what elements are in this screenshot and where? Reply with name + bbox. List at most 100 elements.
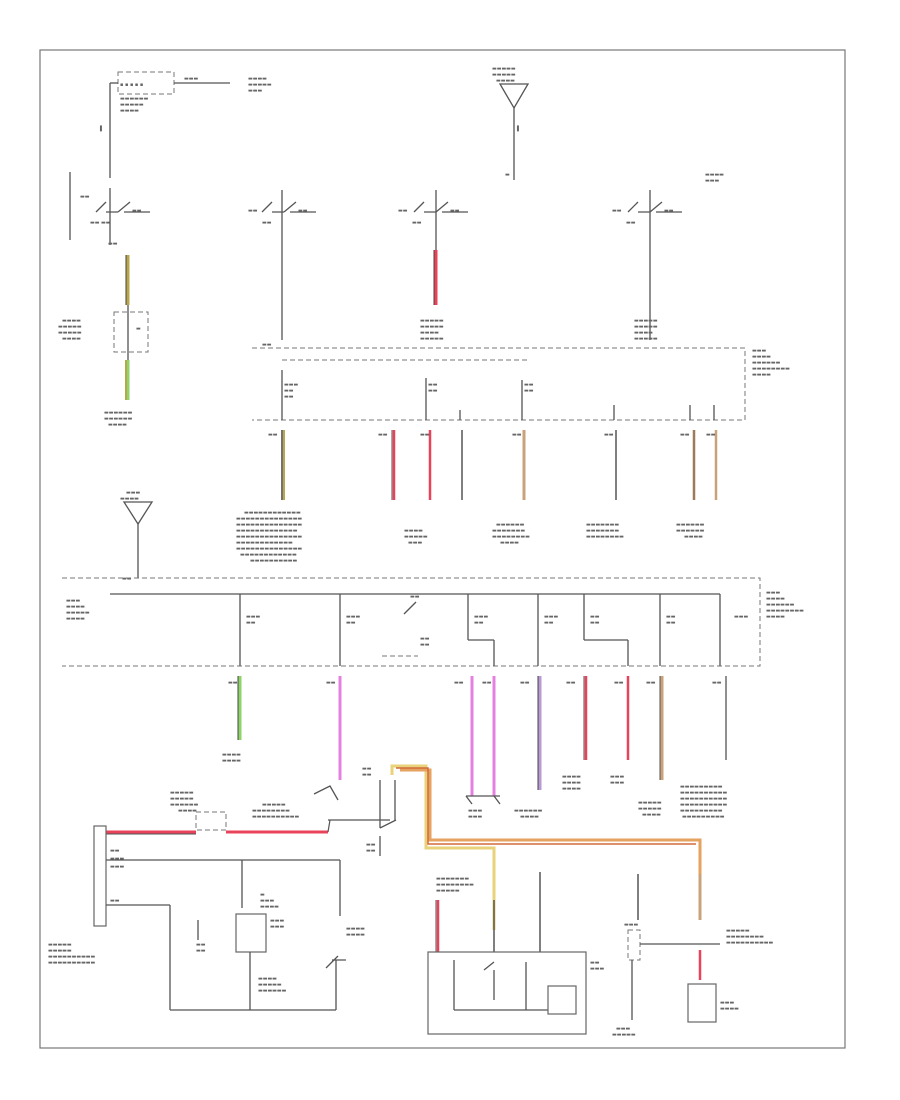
relay-4: ▬▬ ▬▬ ▬▬ <box>612 190 682 340</box>
svg-text:▬▬▬▬: ▬▬▬▬ <box>684 534 703 540</box>
bottom-center-module: ▬▬▬▬▬▬▬ ▬▬▬▬▬▬▬▬ ▬▬▬▬▬ ▬▬ ▬▬▬ <box>427 872 604 1035</box>
svg-text:▬▬▬▬: ▬▬▬▬ <box>642 812 661 818</box>
label-a-bottom: ▬▬▬▬▬▬ <box>104 410 133 416</box>
svg-text:▬▬: ▬▬ <box>284 394 294 400</box>
svg-text:▬▬▬▬▬▬: ▬▬▬▬▬▬ <box>104 416 133 422</box>
svg-text:▬▬▬▬▬▬▬▬▬▬: ▬▬▬▬▬▬▬▬▬▬ <box>680 796 728 802</box>
svg-text:▬▬▬▬▬▬▬: ▬▬▬▬▬▬▬ <box>586 528 619 534</box>
svg-text:▬▬▬▬▬▬▬: ▬▬▬▬▬▬▬ <box>436 876 469 882</box>
svg-text:▬▬▬▬: ▬▬▬▬ <box>346 926 365 932</box>
svg-text:▬▬▬▬▬▬: ▬▬▬▬▬▬ <box>676 528 705 534</box>
lower-junction-box: ▬▬▬ ▬▬▬▬ ▬▬▬▬▬ ▬▬▬▬ ▬▬▬ ▬▬▬▬ ▬▬▬▬▬▬ ▬▬▬▬… <box>62 577 804 667</box>
bottom-right-section: ▬▬▬ ▬▬▬▬▬ ▬▬▬▬▬▬▬▬ ▬▬▬▬▬▬▬▬▬▬ ▬▬▬ ▬▬▬▬▬ … <box>612 874 774 1038</box>
svg-text:▬▬▬▬▬▬▬▬▬: ▬▬▬▬▬▬▬▬▬ <box>682 814 725 820</box>
svg-text:▬▬: ▬▬ <box>706 432 716 438</box>
svg-text:▬▬▬▬▬▬▬▬▬▬▬▬▬▬: ▬▬▬▬▬▬▬▬▬▬▬▬▬▬ <box>236 516 302 522</box>
relay-3: ▬▬ ▬▬ ▬▬ <box>398 190 468 250</box>
svg-text:▬▬: ▬▬ <box>590 960 600 966</box>
svg-text:▬▬▬▬▬▬▬▬: ▬▬▬▬▬▬▬▬ <box>586 534 624 540</box>
svg-text:▬▬▬: ▬▬▬ <box>260 898 274 904</box>
svg-text:▬▬▬▬▬▬▬: ▬▬▬▬▬▬▬ <box>492 528 525 534</box>
svg-text:▬▬▬▬▬▬: ▬▬▬▬▬▬ <box>766 602 795 608</box>
svg-text:▬▬▬: ▬▬▬ <box>110 864 124 870</box>
svg-text:▬▬▬: ▬▬▬ <box>766 590 780 596</box>
svg-text:▬▬▬▬: ▬▬▬▬ <box>562 774 581 780</box>
svg-text:▬▬▬: ▬▬▬ <box>624 922 638 928</box>
svg-text:▬▬▬▬▬: ▬▬▬▬▬ <box>58 330 82 336</box>
svg-text:▬▬: ▬▬ <box>228 680 238 686</box>
svg-text:▬▬▬: ▬▬▬ <box>616 1026 630 1032</box>
svg-text:▬▬▬▬▬▬▬▬▬▬▬▬: ▬▬▬▬▬▬▬▬▬▬▬▬ <box>236 540 293 546</box>
svg-text:▬▬▬▬▬▬: ▬▬▬▬▬▬ <box>496 522 525 528</box>
svg-text:▬▬: ▬▬ <box>420 432 430 438</box>
svg-text:▬▬▬▬▬: ▬▬▬▬▬ <box>612 1032 636 1038</box>
svg-text:▬▬▬▬▬▬▬▬▬▬: ▬▬▬▬▬▬▬▬▬▬ <box>680 802 728 808</box>
svg-text:▬▬▬▬▬: ▬▬▬▬▬ <box>634 318 658 324</box>
svg-text:▬▬: ▬▬ <box>412 220 422 226</box>
relay-2: ▬▬ ▬▬ ▬▬ <box>248 190 316 340</box>
svg-text:▬▬: ▬▬ <box>590 614 600 620</box>
svg-text:▬▬: ▬▬ <box>196 942 206 948</box>
svg-text:▬▬▬▬▬▬▬▬▬▬: ▬▬▬▬▬▬▬▬▬▬ <box>250 558 298 564</box>
svg-text:▬▬: ▬▬ <box>248 208 258 214</box>
svg-text:▬▬▬▬▬▬: ▬▬▬▬▬▬ <box>170 802 199 808</box>
upper-junction-box: ▬▬ ▬▬▬ ▬▬▬▬ ▬▬▬▬▬▬ ▬▬▬▬▬▬▬▬ ▬▬▬▬ <box>252 342 790 421</box>
upper-fuses: ▬▬▬ ▬▬ ▬▬ ▬▬ ▬▬ ▬▬ ▬▬ <box>281 370 715 420</box>
svg-text:▬▬▬: ▬▬▬ <box>270 918 284 924</box>
svg-text:▬▬▬▬: ▬▬▬▬ <box>258 976 277 982</box>
svg-text:▬▬▬: ▬▬▬ <box>544 614 558 620</box>
svg-text:▬▬▬▬▬▬▬▬▬▬: ▬▬▬▬▬▬▬▬▬▬ <box>252 814 300 820</box>
svg-text:▬▬▬: ▬▬▬ <box>734 614 748 620</box>
svg-text:▬: ▬ <box>505 172 510 178</box>
svg-text:▬▬: ▬▬ <box>284 388 294 394</box>
svg-text:▬▬▬▬▬: ▬▬▬▬▬ <box>58 324 82 330</box>
svg-text:▬▬▬▬: ▬▬▬▬ <box>248 76 267 82</box>
svg-text:▬▬▬: ▬▬▬ <box>184 76 198 82</box>
svg-text:▬▬▬▬: ▬▬▬▬ <box>62 318 81 324</box>
svg-text:▬▬▬▬▬▬▬▬▬▬: ▬▬▬▬▬▬▬▬▬▬ <box>680 790 728 796</box>
svg-text:▬▬▬▬▬▬▬▬: ▬▬▬▬▬▬▬▬ <box>436 882 474 888</box>
svg-text:▬▬▬▬▬▬: ▬▬▬▬▬▬ <box>752 360 781 366</box>
top-left-connector: ▪ ▪ ▪ ▪ ▪ ▬▬▬ ▬▬▬▬ ▬▬▬▬▬ ▬▬▬ ▬▬▬▬▬▬ ▬▬▬▬… <box>99 71 272 178</box>
svg-text:▬▬▬▬▬▬: ▬▬▬▬▬▬ <box>258 988 287 994</box>
svg-text:▬▬: ▬▬ <box>614 680 624 686</box>
svg-text:▬▬▬▬: ▬▬▬▬ <box>62 336 81 342</box>
svg-text:▬▬▬▬▬▬▬▬▬▬▬▬▬▬: ▬▬▬▬▬▬▬▬▬▬▬▬▬▬ <box>236 534 302 540</box>
svg-text:▬▬: ▬▬ <box>326 680 336 686</box>
top-right-label: ▬▬▬▬ <box>705 172 724 178</box>
svg-text:▬▬▬: ▬▬▬ <box>610 774 624 780</box>
svg-text:▬▬▬▬▬▬▬▬▬▬▬▬▬: ▬▬▬▬▬▬▬▬▬▬▬▬▬ <box>236 528 298 534</box>
top-center-label: ▬▬▬▬▬ ▬▬▬▬▬ ▬▬▬▬ ▌ ▬ <box>492 66 530 180</box>
svg-text:▬▬ ▬▬: ▬▬ ▬▬ <box>90 220 111 226</box>
svg-text:▬▬▬▬▬: ▬▬▬▬▬ <box>170 790 194 796</box>
svg-text:▬▬▬▬▬: ▬▬▬▬▬ <box>170 796 194 802</box>
svg-text:▬▬: ▬▬ <box>680 432 690 438</box>
left-bottom-section: ▬▬▬▬▬ ▬▬▬▬▬ ▬▬▬▬▬▬ ▬▬▬▬ ▬▬▬▬▬ ▬▬▬▬▬▬▬▬ ▬… <box>48 785 390 1011</box>
svg-text:▬▬: ▬▬ <box>420 636 430 642</box>
svg-text:▬▬: ▬▬ <box>122 576 132 582</box>
svg-text:▬▬▬: ▬▬▬ <box>468 808 482 814</box>
svg-text:▬▬▬▬: ▬▬▬▬ <box>766 614 785 620</box>
left-fuse-label: ▬▬▬▬ ▬▬▬▬▬ ▬▬▬▬▬ ▬▬▬▬ ▬ <box>58 305 149 360</box>
svg-text:▬▬: ▬▬ <box>80 194 90 200</box>
svg-text:▬▬: ▬▬ <box>524 382 534 388</box>
svg-text:▬▬▬▬▬▬▬▬: ▬▬▬▬▬▬▬▬ <box>752 366 790 372</box>
svg-text:▬▬: ▬▬ <box>646 680 656 686</box>
svg-text:▬▬▬▬▬: ▬▬▬▬▬ <box>248 82 272 88</box>
svg-text:▬▬: ▬▬ <box>108 241 118 247</box>
svg-text:▬▬▬▬: ▬▬▬▬ <box>222 758 241 764</box>
svg-text:▬▬▬▬▬▬▬▬▬▬▬▬▬▬: ▬▬▬▬▬▬▬▬▬▬▬▬▬▬ <box>236 546 302 552</box>
svg-text:▬▬▬▬: ▬▬▬▬ <box>108 422 127 428</box>
svg-text:▬▬▬▬: ▬▬▬▬ <box>260 904 279 910</box>
svg-text:▬: ▬ <box>136 326 141 332</box>
svg-text:▬▬: ▬▬ <box>428 388 438 394</box>
svg-text:▬▬▬: ▬▬▬ <box>610 780 624 786</box>
lower-outgoing-wires: ▬▬ ▬▬ ▬▬ ▬▬ ▬▬ ▬▬ ▬▬ ▬▬ ▬▬ <box>228 676 727 796</box>
svg-text:▬▬: ▬▬ <box>262 220 272 226</box>
svg-text:▬▬▬▬: ▬▬▬▬ <box>520 814 539 820</box>
svg-text:▬▬▬▬: ▬▬▬▬ <box>66 616 85 622</box>
svg-text:▬▬▬▬▬▬▬▬: ▬▬▬▬▬▬▬▬ <box>766 608 804 614</box>
lower-fuses: ▬▬▬ ▬▬ ▬▬▬ ▬▬ ▬▬ ▬▬ ▬▬ ▬▬▬ ▬▬ ▬▬▬ ▬▬ ▬▬ … <box>239 594 748 666</box>
svg-text:▬▬▬▬: ▬▬▬▬ <box>222 752 241 758</box>
